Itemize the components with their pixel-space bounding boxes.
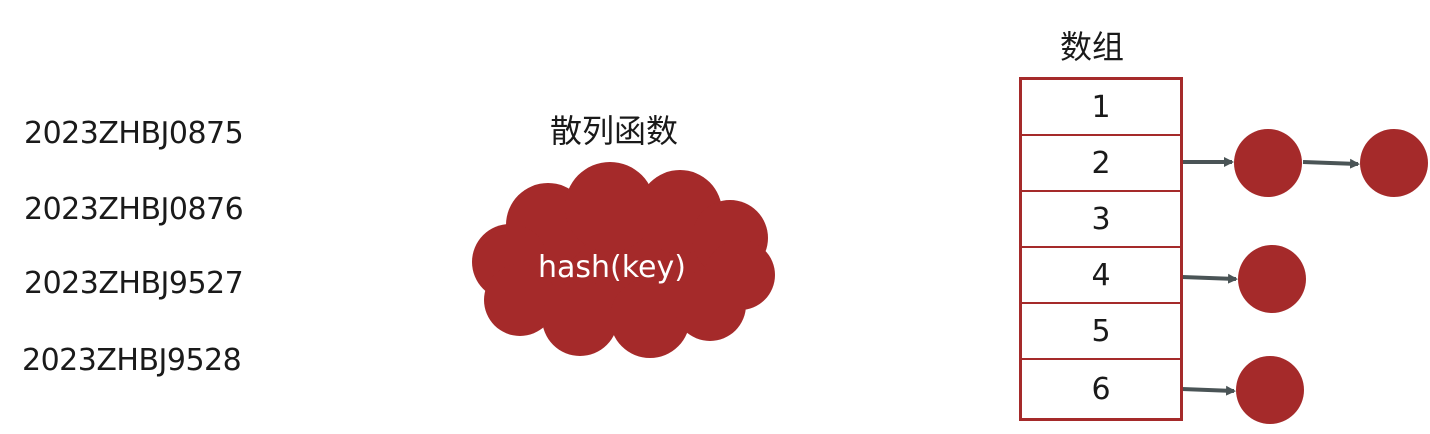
array-cell: 1 <box>1022 80 1180 136</box>
key-item: 2023ZHBJ0876 <box>24 192 244 227</box>
array-cell: 3 <box>1022 192 1180 248</box>
chain-arrow <box>1181 385 1236 396</box>
array-cell: 2 <box>1022 136 1180 192</box>
chain-bucket-2 <box>1182 129 1428 197</box>
chain-arrow <box>1181 273 1238 284</box>
chain-node <box>1238 245 1306 313</box>
chain-arrow <box>1302 158 1360 169</box>
array-cell: 5 <box>1022 304 1180 360</box>
key-item: 2023ZHBJ9528 <box>22 343 242 378</box>
array-cell: 4 <box>1022 248 1180 304</box>
chain-node <box>1234 129 1302 197</box>
array-box: 1 2 3 4 5 6 <box>1019 77 1183 421</box>
chain-node <box>1236 356 1304 424</box>
chain-node <box>1360 129 1428 197</box>
hash-function-title: 散列函数 <box>550 112 679 150</box>
key-item: 2023ZHBJ9527 <box>24 266 244 301</box>
key-item: 2023ZHBJ0875 <box>24 116 244 151</box>
hash-function-label: hash(key) <box>538 250 686 285</box>
chain-bucket-4 <box>1181 245 1306 313</box>
array-cell: 6 <box>1091 371 1111 407</box>
chain-bucket-6 <box>1181 356 1304 424</box>
array-title: 数组 <box>1060 28 1125 66</box>
hash-cloud-shape <box>472 162 775 358</box>
